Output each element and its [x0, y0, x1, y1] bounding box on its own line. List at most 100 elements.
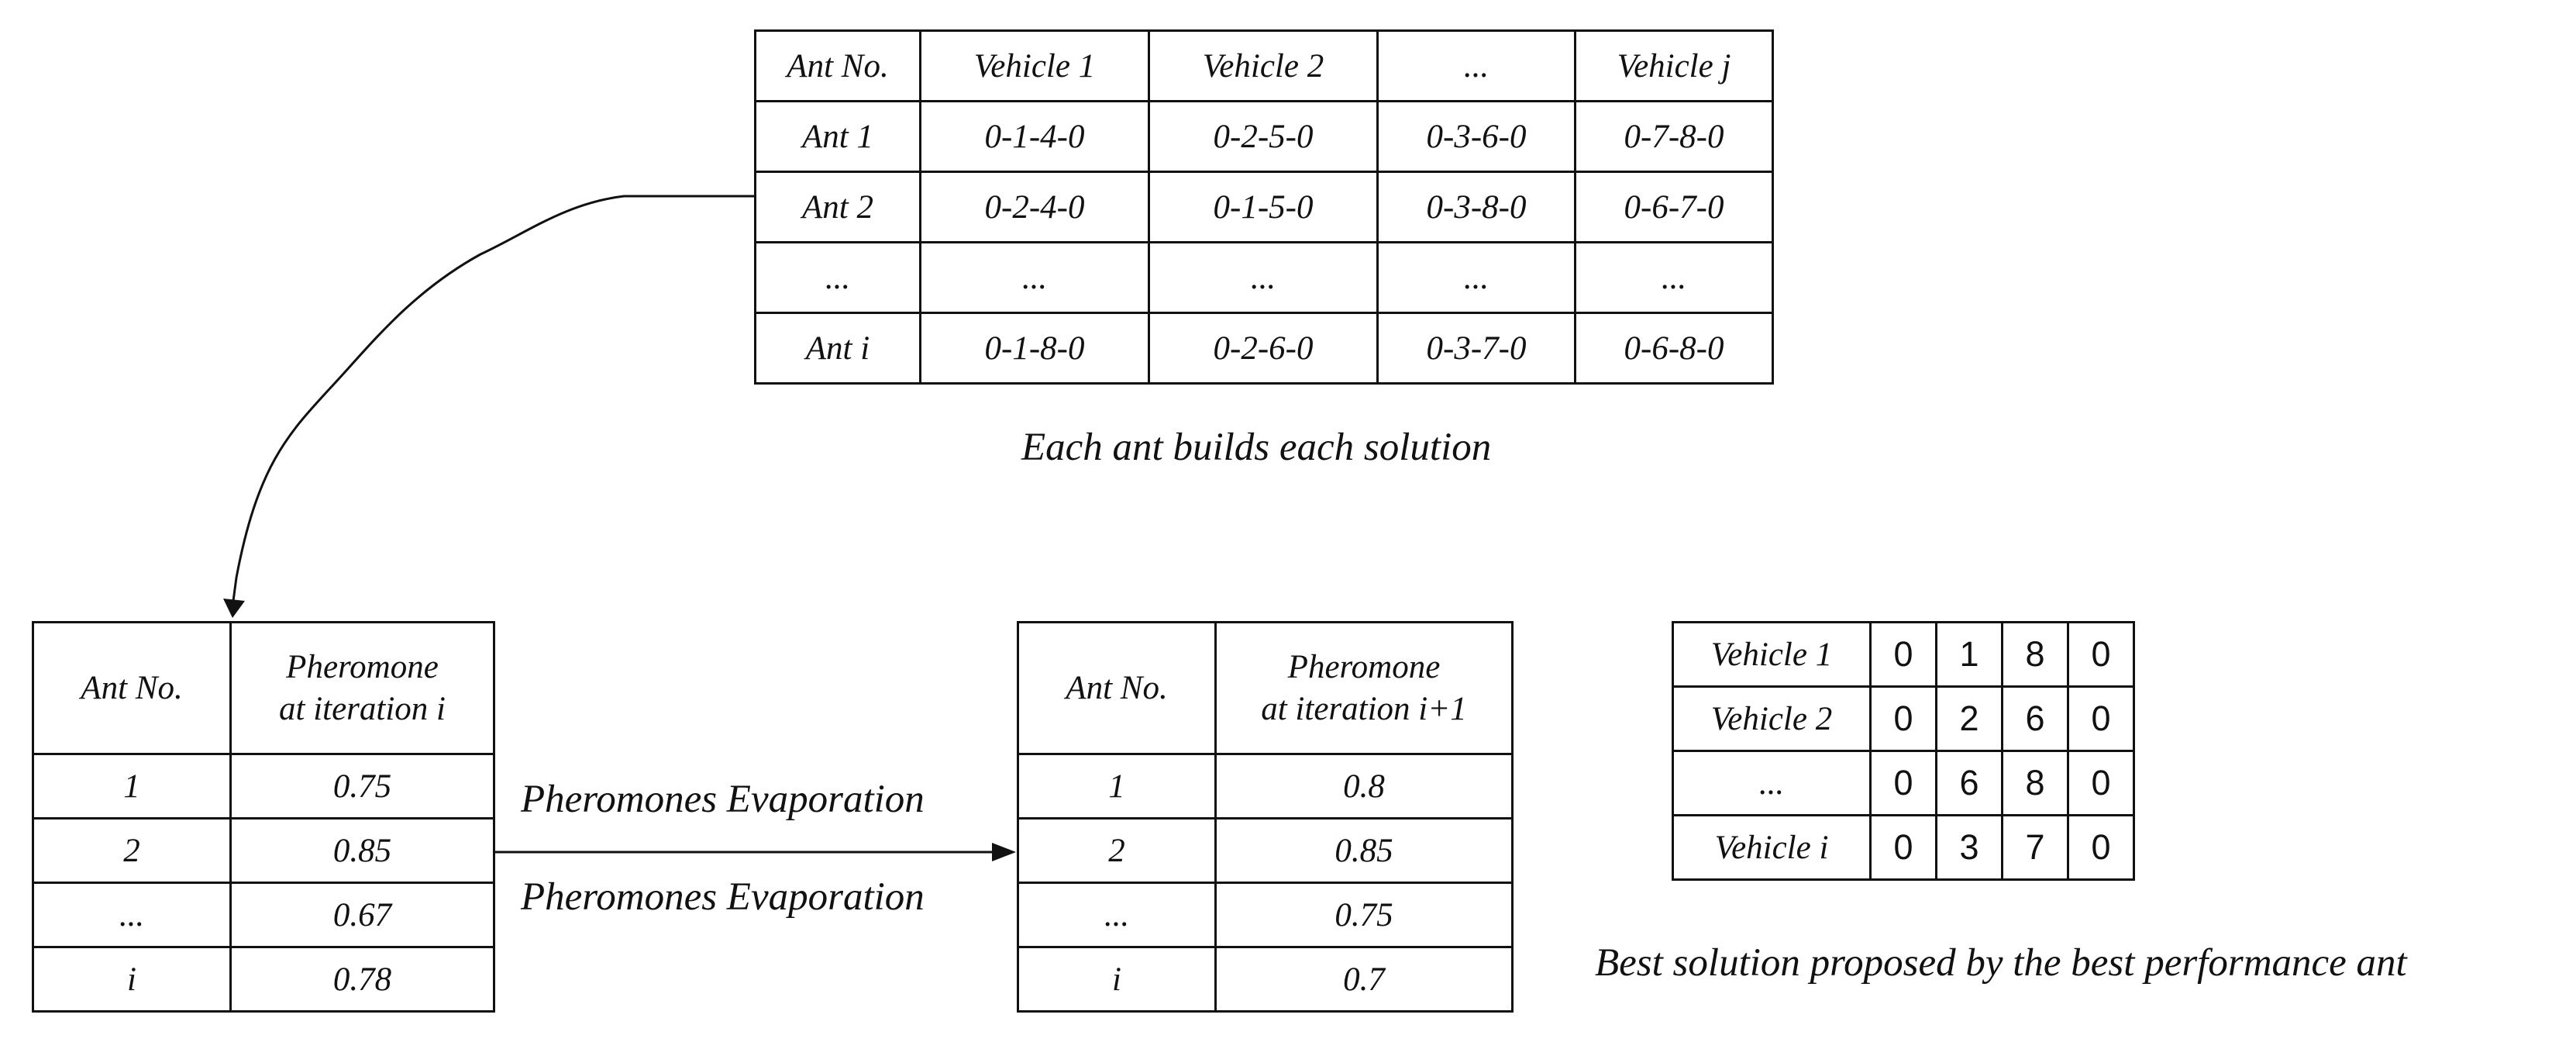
table-header-row: Ant No. Pheromone at iteration i+1 [1017, 621, 1514, 755]
table-cell: i [1017, 946, 1217, 1013]
node-cell: 8 [2001, 621, 2069, 688]
table-row: i 0.78 [32, 946, 495, 1013]
ant-routes-table: Ant No. Vehicle 1 Vehicle 2 ... Vehicle … [754, 29, 1774, 385]
header-cell: Vehicle 2 [1148, 29, 1379, 102]
header-cell: Vehicle j [1574, 29, 1774, 102]
table-row: ... 0 6 8 0 [1672, 750, 2135, 816]
table-cell: ... [754, 241, 921, 314]
evaporation-label-top: Pheromones Evaporation [521, 778, 925, 821]
table-cell: Ant 1 [754, 100, 921, 173]
header-cell: Pheromone at iteration i [229, 621, 495, 755]
node-cell: 0 [1869, 750, 1937, 816]
table-cell: ... [919, 241, 1150, 314]
vehicle-label-cell: ... [1672, 750, 1872, 816]
table-row: 1 0.8 [1017, 753, 1514, 820]
header-cell: Vehicle 1 [919, 29, 1150, 102]
curved-arrow-head [223, 599, 245, 618]
curved-arrow-to-pheromone-table [230, 195, 754, 613]
node-cell: 6 [2001, 685, 2069, 752]
node-cell: 0 [2067, 814, 2135, 881]
table-cell: 0.75 [1214, 882, 1514, 948]
node-cell: 8 [2001, 750, 2069, 816]
header-line: Pheromone [286, 648, 439, 685]
node-cell: 2 [1935, 685, 2003, 752]
table-cell: 2 [1017, 817, 1217, 884]
pheromone-table-iteration-i: Ant No. Pheromone at iteration i 1 0.75 … [32, 621, 495, 1013]
table-cell: 2 [32, 817, 232, 884]
table-row: Vehicle 1 0 1 8 0 [1672, 621, 2135, 688]
table-row: ... 0.75 [1017, 882, 1514, 948]
table-cell: 0.67 [229, 882, 495, 948]
best-solution-caption: Best solution proposed by the best perfo… [1595, 941, 2407, 985]
header-line: at iteration i+1 [1261, 690, 1467, 727]
node-cell: 0 [2067, 621, 2135, 688]
table-cell: 0.85 [1214, 817, 1514, 884]
table-row: Vehicle 2 0 2 6 0 [1672, 685, 2135, 752]
table-row: ... 0.67 [32, 882, 495, 948]
table-cell: 0-2-6-0 [1148, 312, 1379, 385]
table-cell: 0.7 [1214, 946, 1514, 1013]
table-row: 2 0.85 [1017, 817, 1514, 884]
table-row: Ant 2 0-2-4-0 0-1-5-0 0-3-8-0 0-6-7-0 [754, 171, 1774, 243]
table-cell: 1 [32, 753, 232, 820]
table-row: Ant i 0-1-8-0 0-2-6-0 0-3-7-0 0-6-8-0 [754, 312, 1774, 385]
table-row: Vehicle i 0 3 7 0 [1672, 814, 2135, 881]
table-cell: 0-1-8-0 [919, 312, 1150, 385]
table-cell: 0.8 [1214, 753, 1514, 820]
header-line: Pheromone [1287, 648, 1441, 685]
table-cell: Ant i [754, 312, 921, 385]
node-cell: 1 [1935, 621, 2003, 688]
evaporation-label-bottom: Pheromones Evaporation [521, 875, 925, 919]
table-cell: ... [1148, 241, 1379, 314]
table-cell: 1 [1017, 753, 1217, 820]
table-row: 1 0.75 [32, 753, 495, 820]
table-cell: 0-2-4-0 [919, 171, 1150, 243]
node-cell: 3 [1935, 814, 2003, 881]
node-cell: 7 [2001, 814, 2069, 881]
table-cell: 0-7-8-0 [1574, 100, 1774, 173]
table-cell: 0.85 [229, 817, 495, 884]
header-cell: Ant No. [32, 621, 232, 755]
pheromone-table-iteration-i-plus-1: Ant No. Pheromone at iteration i+1 1 0.8… [1017, 621, 1514, 1013]
vehicle-label-cell: Vehicle 1 [1672, 621, 1872, 688]
table-row: ... ... ... ... ... [754, 241, 1774, 314]
table-cell: 0-1-4-0 [919, 100, 1150, 173]
header-line: at iteration i [279, 690, 446, 727]
vehicle-label-cell: Vehicle 2 [1672, 685, 1872, 752]
header-cell: Pheromone at iteration i+1 [1214, 621, 1514, 755]
node-cell: 0 [1869, 814, 1937, 881]
table-cell: ... [1574, 241, 1774, 314]
table-header-row: Ant No. Pheromone at iteration i [32, 621, 495, 755]
table-cell: ... [32, 882, 232, 948]
best-solution-table: Vehicle 1 0 1 8 0 Vehicle 2 0 2 6 0 ... … [1672, 621, 2135, 881]
node-cell: 0 [2067, 685, 2135, 752]
table-cell: i [32, 946, 232, 1013]
table-cell: 0-3-7-0 [1376, 312, 1576, 385]
evaporation-arrow-head [992, 843, 1016, 861]
header-cell: Ant No. [754, 29, 921, 102]
table-header-row: Ant No. Vehicle 1 Vehicle 2 ... Vehicle … [754, 29, 1774, 102]
table-cell: 0-3-8-0 [1376, 171, 1576, 243]
table-cell: 0-1-5-0 [1148, 171, 1379, 243]
table-cell: 0.78 [229, 946, 495, 1013]
table-cell: 0-6-7-0 [1574, 171, 1774, 243]
table-cell: 0-6-8-0 [1574, 312, 1774, 385]
header-cell: ... [1376, 29, 1576, 102]
node-cell: 6 [1935, 750, 2003, 816]
table-cell: ... [1376, 241, 1576, 314]
table-cell: ... [1017, 882, 1217, 948]
table-row: Ant 1 0-1-4-0 0-2-5-0 0-3-6-0 0-7-8-0 [754, 100, 1774, 173]
table-cell: 0.75 [229, 753, 495, 820]
routes-caption: Each ant builds each solution [1021, 426, 1492, 469]
table-cell: Ant 2 [754, 171, 921, 243]
header-cell: Ant No. [1017, 621, 1217, 755]
node-cell: 0 [1869, 621, 1937, 688]
node-cell: 0 [1869, 685, 1937, 752]
table-row: 2 0.85 [32, 817, 495, 884]
node-cell: 0 [2067, 750, 2135, 816]
table-row: i 0.7 [1017, 946, 1514, 1013]
vehicle-label-cell: Vehicle i [1672, 814, 1872, 881]
table-cell: 0-3-6-0 [1376, 100, 1576, 173]
table-cell: 0-2-5-0 [1148, 100, 1379, 173]
